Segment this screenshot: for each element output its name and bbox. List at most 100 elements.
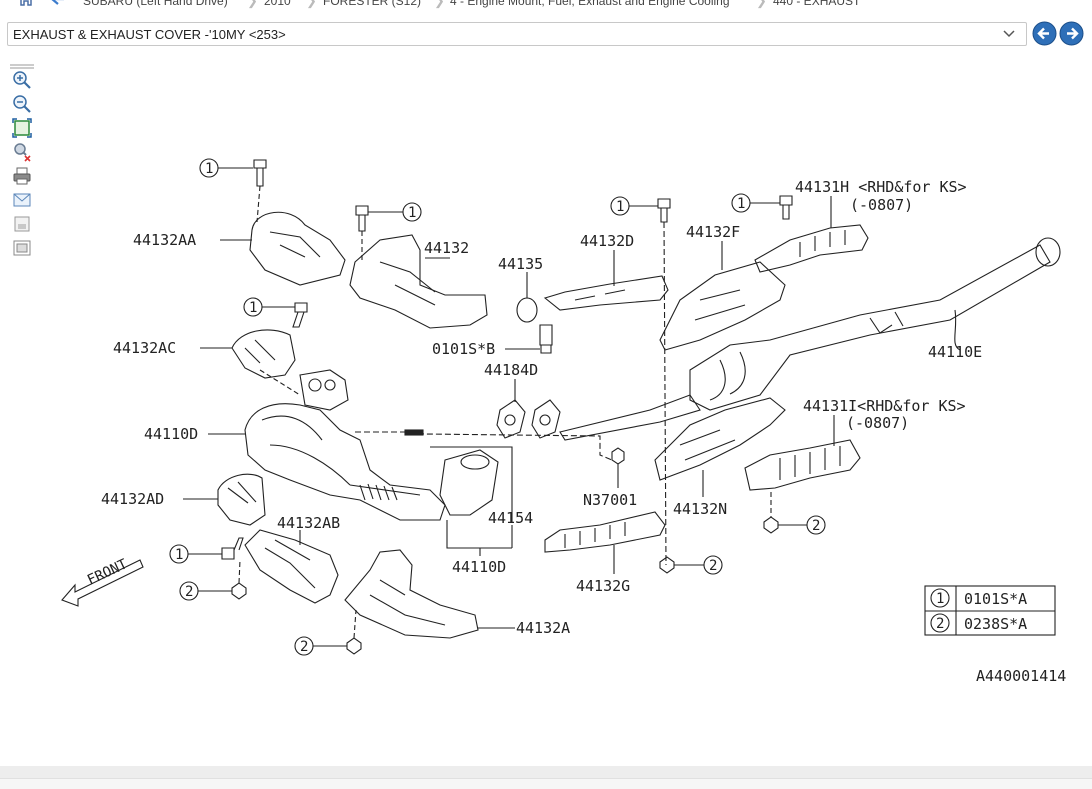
legend-part-1[interactable]: 0101S*A <box>964 590 1027 608</box>
toolbar-grip[interactable] <box>8 58 36 69</box>
figure-id: A440001414 <box>976 667 1066 685</box>
legend-key-1: 1 <box>936 591 944 607</box>
label-44154[interactable]: 44154 <box>488 509 533 527</box>
label-44132D[interactable]: 44132D <box>580 232 634 250</box>
chevron-down-icon <box>1002 27 1016 46</box>
label-44110D-a[interactable]: 44110D <box>144 425 198 443</box>
fullscreen-icon[interactable] <box>12 238 32 258</box>
part-44131I[interactable] <box>744 439 861 491</box>
label-44132AA[interactable]: 44132AA <box>133 231 196 249</box>
label-44132G[interactable]: 44132G <box>576 577 630 595</box>
zoom-in-icon[interactable] <box>12 70 32 90</box>
label-0101SB[interactable]: 0101S*B <box>432 340 495 358</box>
svg-text:1: 1 <box>205 161 213 177</box>
label-44132AB[interactable]: 44132AB <box>277 514 340 532</box>
part-44131H[interactable] <box>754 224 869 273</box>
part-44132AA[interactable] <box>249 211 346 286</box>
callout-1-bolt-d[interactable]: 1 <box>731 193 780 213</box>
bottom-panel <box>0 778 1092 789</box>
callout-1-bolt-a[interactable]: 1 <box>199 158 253 178</box>
home-icon[interactable] <box>18 0 34 9</box>
zoom-out-icon[interactable] <box>12 94 32 114</box>
label-44132AC[interactable]: 44132AC <box>113 339 176 357</box>
splitter-bar[interactable] <box>0 766 1092 778</box>
email-icon[interactable] <box>12 190 32 210</box>
callout-1-bolt-e[interactable]: 1 <box>243 297 295 317</box>
bolt-shape <box>657 198 671 223</box>
part-44132AB[interactable] <box>244 529 339 604</box>
reset-zoom-icon[interactable] <box>12 142 32 162</box>
part-44110D[interactable] <box>244 403 446 521</box>
callout-2-nut-c[interactable]: 2 <box>674 555 723 575</box>
part-44110E[interactable] <box>689 244 1051 411</box>
back-arrow-icon[interactable] <box>50 0 66 9</box>
resize-grip-icon[interactable] <box>822 770 856 782</box>
breadcrumb-item-model[interactable]: FORESTER (S12) <box>323 0 422 8</box>
chevron-right-icon: ❯ <box>434 0 445 8</box>
part-44132[interactable] <box>349 234 488 329</box>
callout-2-nut-a[interactable]: 2 <box>778 515 826 535</box>
breadcrumb: SUBARU (Left Hand Drive) ❯ 2010 ❯ FOREST… <box>0 0 1092 12</box>
svg-text:FRONT: FRONT <box>85 556 130 589</box>
callout-1-bolt-f[interactable]: 1 <box>169 544 222 564</box>
part-44132A[interactable] <box>344 549 479 639</box>
fit-page-icon[interactable] <box>12 118 32 138</box>
fastener-legend: 1 0101S*A 2 0238S*A <box>924 585 1056 636</box>
breadcrumb-item-group[interactable]: 4 - Engine Mount, Fuel, Exhaust and Engi… <box>450 0 730 8</box>
exhaust-parts-diagram: 1 1 44132AA 44132 44135 0101S*B 44132D 1… <box>61 158 1066 685</box>
bolt-shape <box>355 205 369 232</box>
label-44131H-note: (-0807) <box>850 196 913 214</box>
label-44131I[interactable]: 44131I<RHD&for KS> <box>803 397 966 415</box>
label-N37001[interactable]: N37001 <box>583 491 637 509</box>
label-44184D[interactable]: 44184D <box>484 361 538 379</box>
arrow-left-circle-icon <box>1032 21 1057 46</box>
label-44132F[interactable]: 44132F <box>686 223 740 241</box>
illustration-select-value: EXHAUST & EXHAUST COVER -'10MY <253> <box>13 27 286 42</box>
callout-2-nut-b[interactable]: 2 <box>179 581 232 601</box>
illustration-select[interactable]: EXHAUST & EXHAUST COVER -'10MY <253> <box>7 22 1027 46</box>
label-44110E[interactable]: 44110E <box>928 343 982 361</box>
print-icon[interactable] <box>12 166 32 186</box>
part-44184D-gasket-b[interactable] <box>531 399 561 439</box>
svg-text:2: 2 <box>709 558 717 574</box>
part-44132N[interactable] <box>654 397 786 481</box>
previous-illustration-button[interactable] <box>1032 21 1057 46</box>
chevron-right-icon: ❯ <box>247 0 258 8</box>
breadcrumb-item-section[interactable]: 440 - EXHAUST <box>773 0 861 8</box>
pipe-flange <box>1035 237 1061 267</box>
part-44154-sensor[interactable] <box>404 429 424 436</box>
legend-key-2: 2 <box>936 616 944 632</box>
callout-1-bolt-b[interactable]: 1 <box>368 202 422 222</box>
part-44184D-gasket-a[interactable] <box>496 399 526 439</box>
svg-text:1: 1 <box>175 547 183 563</box>
chevron-right-icon: ❯ <box>306 0 317 8</box>
part-44132G[interactable] <box>544 511 666 553</box>
part-44132AC[interactable] <box>231 329 296 379</box>
bolt-shape <box>221 537 244 560</box>
next-illustration-button[interactable] <box>1059 21 1084 46</box>
save-image-icon[interactable] <box>12 214 32 234</box>
callout-2-nut-d[interactable]: 2 <box>294 636 347 656</box>
svg-text:2: 2 <box>812 518 820 534</box>
part-44132F[interactable] <box>659 261 786 351</box>
label-44132N[interactable]: 44132N <box>673 500 727 518</box>
nut-shape <box>231 582 247 600</box>
svg-text:1: 1 <box>249 300 257 316</box>
label-44131H[interactable]: 44131H <RHD&for KS> <box>795 178 967 196</box>
part-44132D[interactable] <box>543 275 669 311</box>
bolt-shape <box>292 302 308 328</box>
breadcrumb-item-year[interactable]: 2010 <box>264 0 291 8</box>
chevron-right-icon: ❯ <box>756 0 767 8</box>
legend-part-2[interactable]: 0238S*A <box>964 615 1027 633</box>
nut-shape <box>346 637 362 655</box>
breadcrumb-item-make[interactable]: SUBARU (Left Hand Drive) <box>83 0 228 8</box>
label-44135[interactable]: 44135 <box>498 255 543 273</box>
part-N37001[interactable] <box>611 447 625 465</box>
label-44132A[interactable]: 44132A <box>516 619 570 637</box>
part-44135[interactable] <box>516 297 538 323</box>
part-44132AD[interactable] <box>217 473 266 526</box>
label-44110D-b[interactable]: 44110D <box>452 558 506 576</box>
label-44132[interactable]: 44132 <box>424 239 469 257</box>
callout-1-bolt-c[interactable]: 1 <box>610 196 658 216</box>
label-44132AD[interactable]: 44132AD <box>101 490 164 508</box>
